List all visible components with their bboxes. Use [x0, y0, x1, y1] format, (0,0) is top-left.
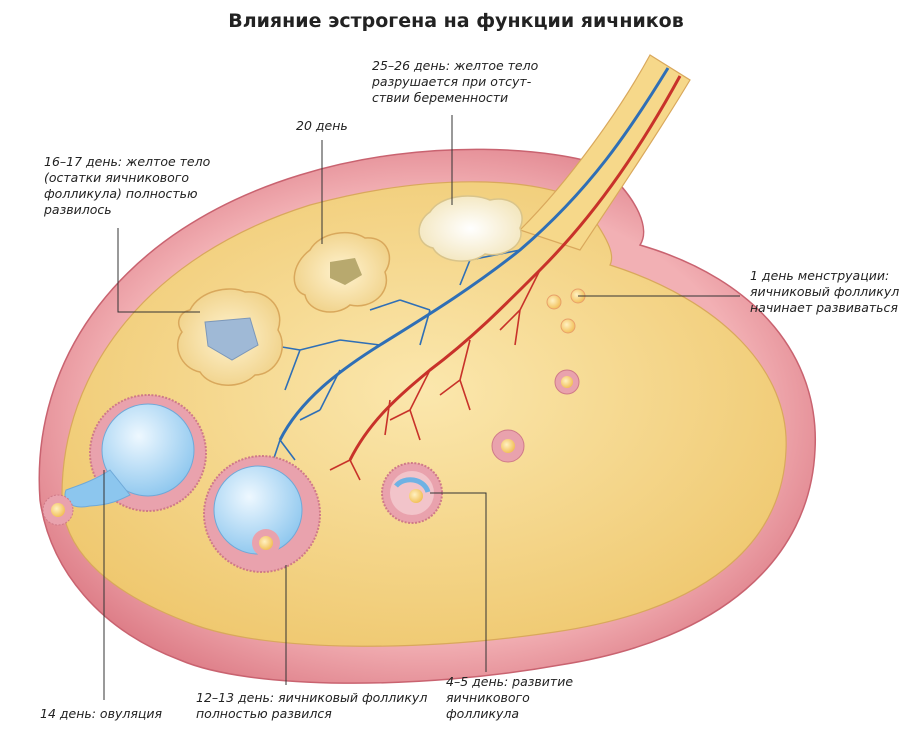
label-day16-17: 16–17 день: желтое тело (остатки яичнико… — [44, 154, 211, 217]
secondary-follicle — [491, 429, 525, 463]
developing-follicle — [381, 462, 443, 524]
corpus-albicans — [418, 195, 523, 262]
label-day4-5: 4–5 день: развитие яичникового фолликула — [446, 674, 574, 721]
primary-follicle — [554, 369, 580, 395]
artery — [348, 75, 682, 461]
leader-lines — [103, 115, 740, 700]
label-day14: 14 день: овуляция — [40, 706, 163, 721]
mature-follicle — [203, 455, 321, 573]
label-day25-26: 25–26 день: желтое тело разрушается при … — [372, 58, 539, 105]
diagram-title: Влияние эстрогена на функции яичников — [228, 10, 684, 32]
corpus-luteum — [177, 288, 283, 386]
corpus-luteum-day20 — [293, 231, 391, 313]
vein — [278, 67, 670, 441]
ovarian-ligament — [518, 54, 691, 251]
label-day12-13: 12–13 день: яичниковый фолликул полность… — [196, 690, 428, 721]
ovulating-follicle — [42, 394, 207, 526]
artery-branches — [329, 269, 541, 481]
label-day1: 1 день менструации: яичниковый фолликул … — [750, 268, 900, 315]
label-day20: 20 день — [296, 118, 348, 133]
